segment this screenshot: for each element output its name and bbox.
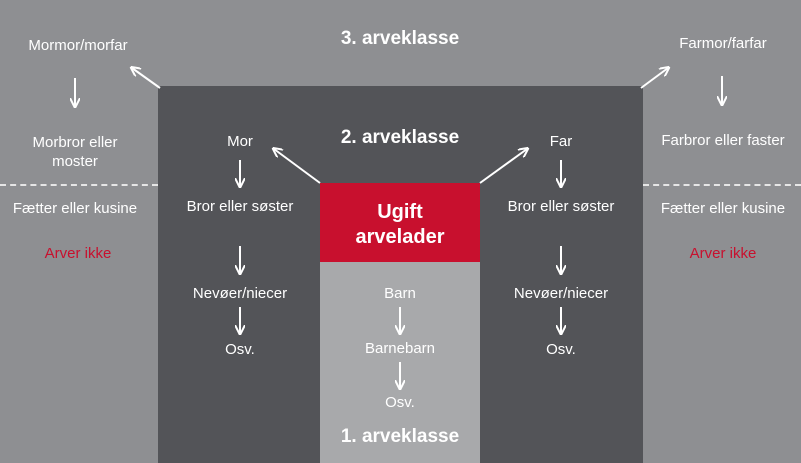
arrow-to-mormor (132, 68, 161, 89)
testator-label: Ugift arvelader (355, 201, 445, 248)
father: Far (549, 133, 573, 150)
cousins-mother-side: Fætter eller kusine (12, 200, 138, 217)
nephews-right: Nevøer/niecer (513, 285, 609, 302)
arrow-to-far (479, 149, 527, 184)
nephews-left: Nevøer/niecer (192, 285, 288, 302)
mother: Mor (227, 133, 253, 150)
sibling-left: Bror eller søster (186, 198, 294, 215)
grandparents-mother-side: Mormor/morfar (28, 37, 128, 54)
child: Barn (384, 285, 416, 302)
arrow-to-farmor (640, 68, 668, 89)
no-inheritance-left: Arver ikke (44, 245, 112, 262)
grandparents-father-side: Farmor/farfar (679, 35, 767, 52)
class2-title: 2. arveklasse (340, 127, 460, 148)
sibling-right: Bror eller søster (507, 198, 615, 215)
etc-right: Osv. (546, 341, 576, 358)
inheritance-boundary-left (0, 184, 158, 186)
cousins-father-side: Fætter eller kusine (660, 200, 786, 217)
uncle-aunt-mother-side: Morbror eller moster (32, 134, 118, 170)
class1-title: 1. arveklasse (340, 426, 460, 447)
grandchild: Barnebarn (364, 340, 436, 357)
uncle-aunt-father-side: Farbror eller faster (661, 132, 785, 149)
etc-left: Osv. (225, 341, 255, 358)
no-inheritance-right: Arver ikke (689, 245, 757, 262)
inheritance-boundary-right (643, 184, 801, 186)
arrow-to-mor (274, 149, 321, 184)
etc-center: Osv. (385, 394, 415, 411)
class3-title: 3. arveklasse (340, 28, 460, 49)
testator-box (320, 183, 480, 262)
